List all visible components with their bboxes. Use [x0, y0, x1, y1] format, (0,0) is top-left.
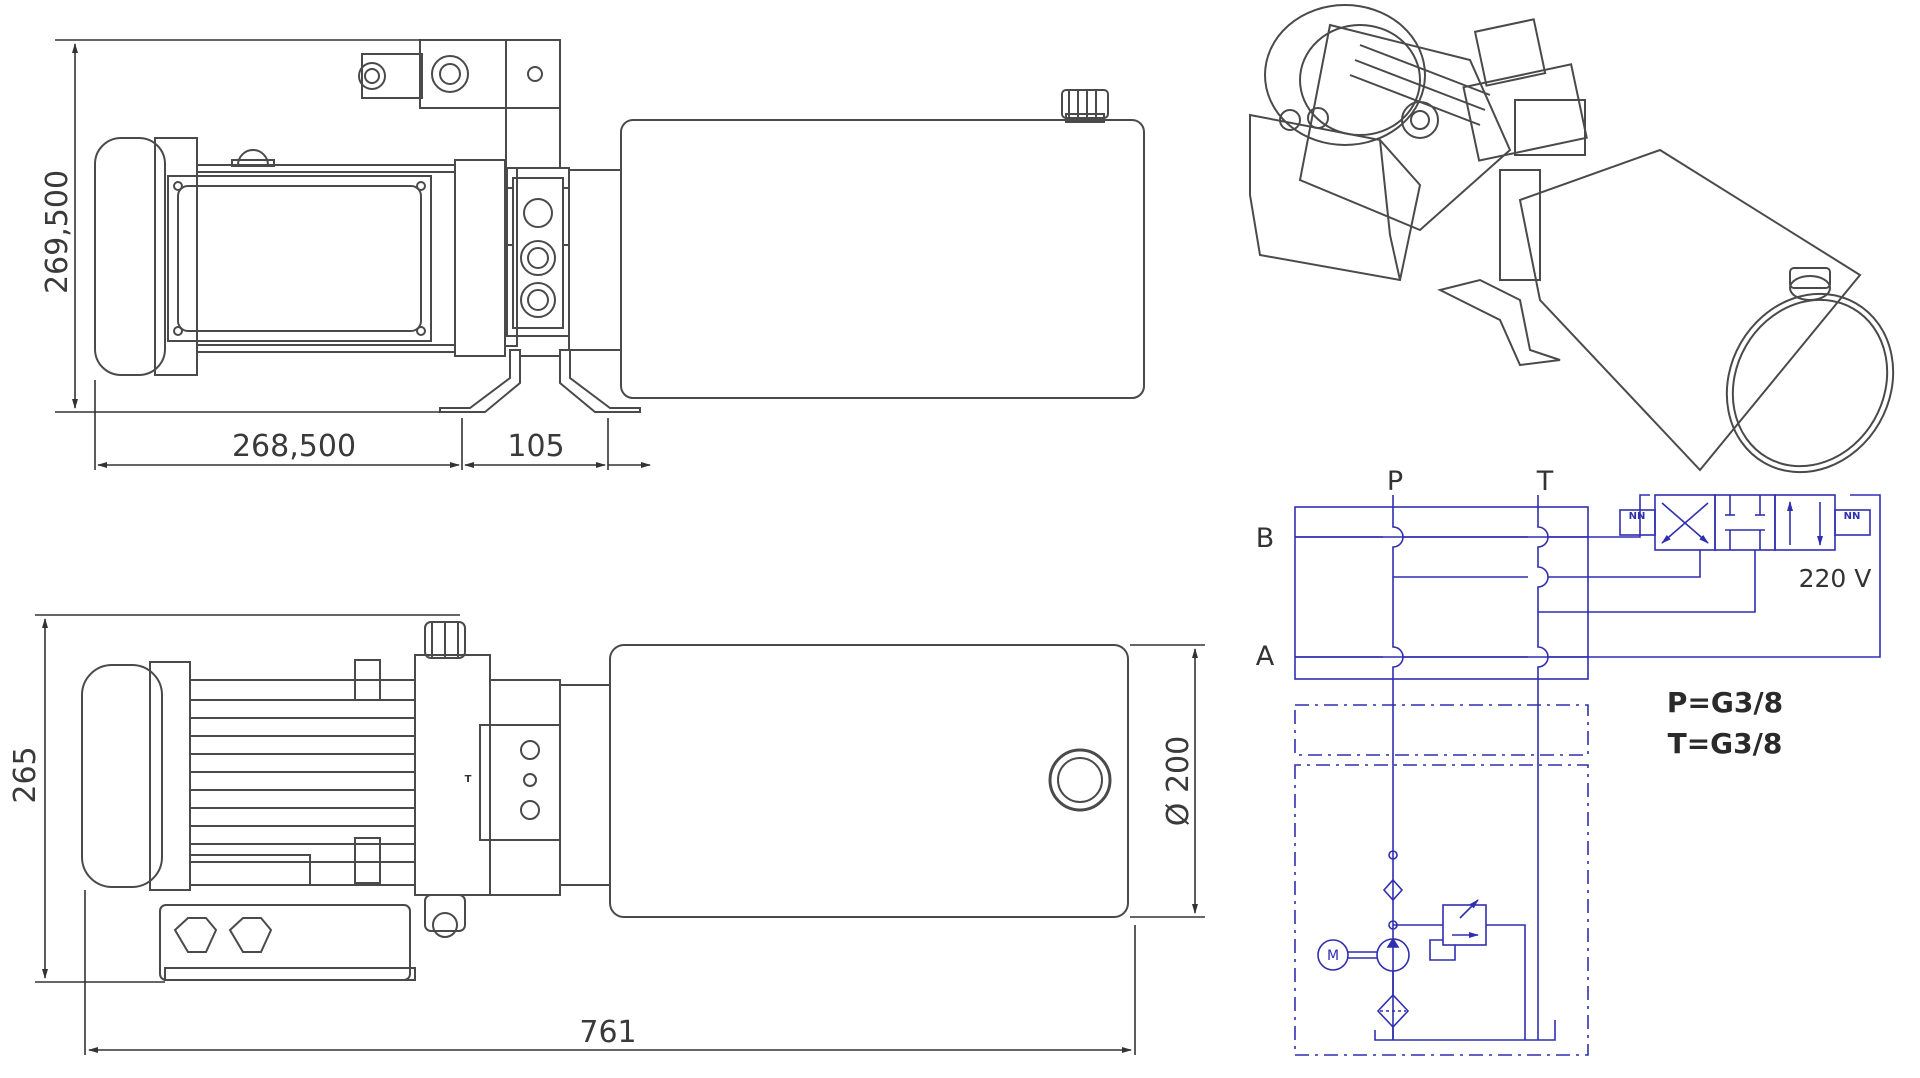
left-bracket [439, 349, 521, 413]
port-t-label: T [1536, 466, 1554, 497]
solenoid-left-label: NN [1629, 511, 1646, 522]
tank [620, 119, 1145, 399]
port-b-label: B [1256, 523, 1275, 554]
dim-length-top-left: 268,500 [232, 429, 356, 464]
motor-symbol-label: M [1327, 948, 1339, 964]
top-side-view [94, 39, 1145, 413]
motor-flange [154, 137, 198, 376]
top-dimensions [55, 39, 651, 470]
filler-cap [1061, 89, 1109, 119]
iso-tank-end [1725, 292, 1895, 474]
valve-stack [505, 39, 561, 169]
dim-bracket-top: 105 [507, 429, 564, 464]
motor-body [196, 164, 456, 353]
right-bracket [559, 349, 641, 413]
terminal-box [167, 175, 432, 342]
motor-end-cap [94, 137, 166, 376]
motor-flange-bottom [149, 661, 191, 891]
port-p-spec: P=G3/8 [1667, 686, 1783, 719]
solenoid-right [1834, 509, 1871, 536]
motor-adapter [454, 159, 506, 357]
motor-symbol [1317, 939, 1349, 971]
valve-pos-right [1774, 494, 1836, 551]
bottom-dimensions [35, 614, 1205, 1055]
port-p-label: P [1387, 466, 1403, 497]
bottom-top-view [81, 621, 1129, 981]
relief-valve [1442, 904, 1487, 946]
port-a-label: A [1256, 641, 1275, 672]
dim-height-top: 269,500 [40, 170, 75, 294]
solenoid-right-label: NN [1844, 511, 1861, 522]
dim-length-bottom: 761 [579, 1015, 636, 1050]
solenoid-left [1619, 509, 1656, 536]
coupling-bottom [559, 684, 611, 886]
motor-end-cap-bottom [81, 664, 163, 888]
dim-tank-diameter: Ø 200 [1161, 736, 1196, 826]
coupling [568, 169, 622, 351]
manifold-block [1294, 506, 1589, 680]
tank-bottom [609, 644, 1129, 918]
voltage-label: 220 V [1799, 564, 1872, 593]
valve-pos-center [1714, 494, 1776, 551]
check-valve [1382, 878, 1404, 902]
port-t-spec: T=G3/8 [1668, 727, 1783, 760]
sight-glass [1048, 748, 1112, 812]
valve-marking: T [465, 774, 472, 785]
adapter-bottom [414, 654, 491, 896]
hydraulic-schematic [1294, 494, 1881, 1056]
valve-face [479, 724, 561, 841]
dim-height-bottom: 265 [8, 746, 43, 803]
isometric-view [1249, 4, 1895, 474]
